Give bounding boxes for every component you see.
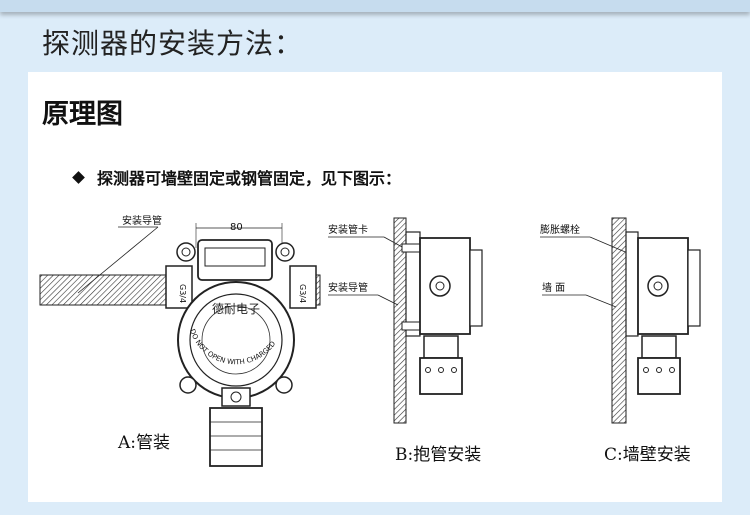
page-heading: 探测器的安装方法： [42,27,304,60]
right-thread-port [289,265,317,309]
label-install-pipe-a: 安装导管 [122,214,162,227]
label-pipe-clamp: 安装管卡 [328,223,368,236]
label-install-pipe-b: 安装导管 [328,281,368,294]
dimension-80: 80 [230,222,243,233]
figure-a-pipe-mount: 安装导管 80 G3/4 G3/4 德耐电子 DO NOT OPEN WITH … [39,214,321,467]
figure-c-wall-mount: 膨胀螺栓 墙 面 C:墙壁安装 [540,217,701,465]
figure-b-clamp-mount: 安装管卡 安装导管 B:抱管安装 [328,217,483,465]
section-title: 原理图 [42,99,123,130]
bullet-text: 探测器可墙壁固定或钢管固定，见下图示： [97,169,402,188]
left-thread-port [165,265,193,309]
caption-b: B:抱管安装 [395,445,481,465]
top-banner-strip [0,0,750,12]
thread-label-right: G3/4 [298,284,307,303]
label-wall-surface: 墙 面 [542,281,565,294]
caption-c: C:墙壁安装 [604,445,691,465]
bullet-instruction: 探测器可墙壁固定或钢管固定，见下图示： [72,165,402,189]
label-expansion-bolt: 膨胀螺栓 [540,223,580,236]
thread-label-left: G3/4 [178,284,187,303]
brand-label: 德耐电子 [212,301,260,316]
wall [611,217,627,424]
sensor-head [209,407,263,467]
mounting-pipe-left [39,274,181,306]
caption-a: A:管装 [117,433,170,453]
